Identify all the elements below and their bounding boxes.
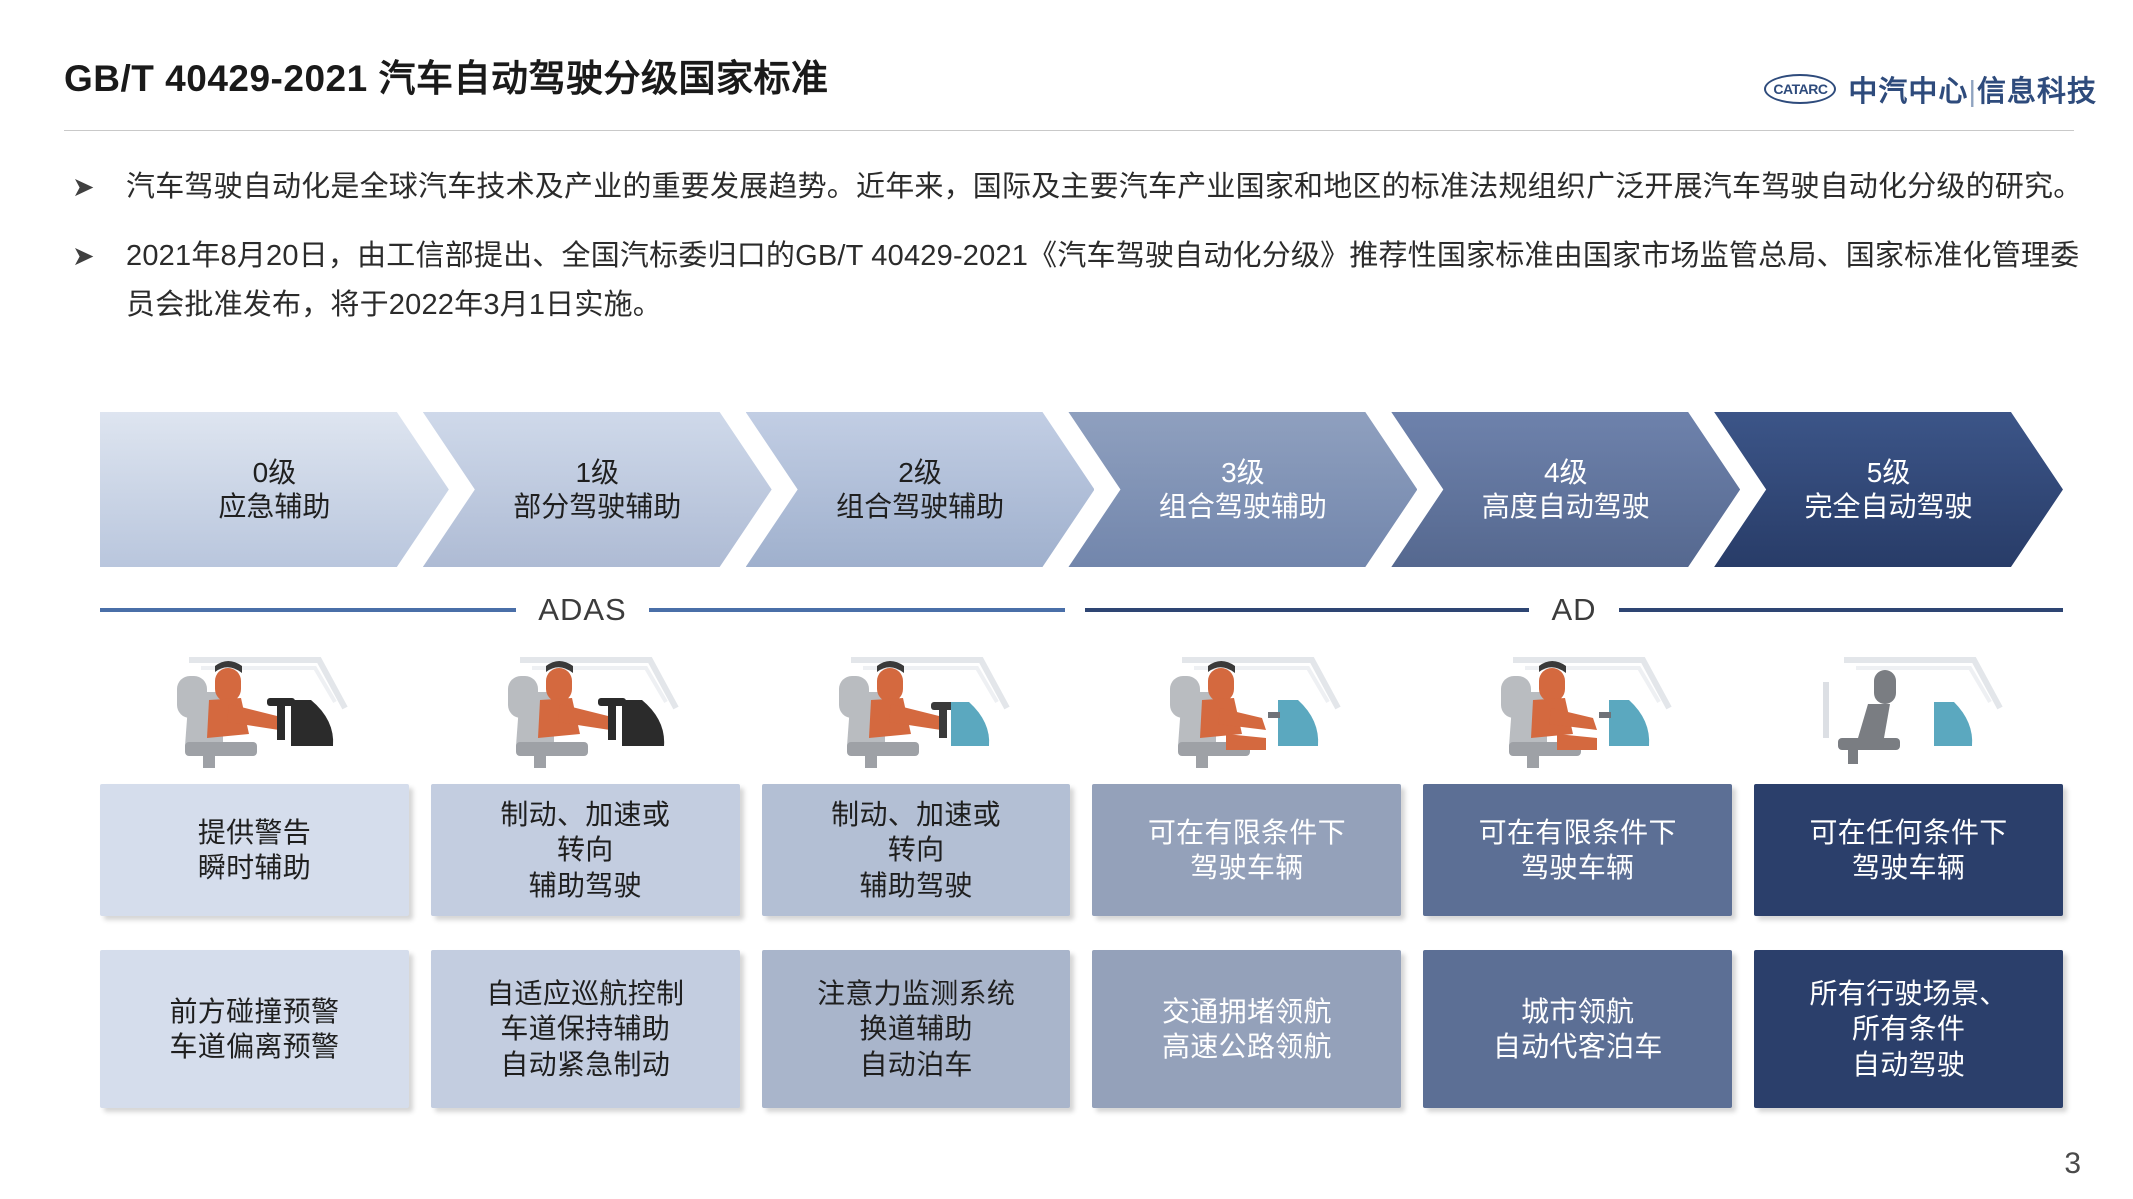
box-line: 自动泊车 [859,1048,973,1080]
feature-box-2[interactable]: 注意力监测系统换道辅助自动泊车 [761,950,1071,1108]
bullet-item: ➤ 2021年8月20日，由工信部提出、全国汽标委归口的GB/T 40429-2… [64,232,2084,330]
chevron-level-name: 部分驾驶辅助 [513,490,682,522]
box-line: 辅助驾驶 [859,869,973,901]
bullet-arrow-icon: ➤ [72,172,95,202]
box-line: 可在有限条件下 [1147,816,1346,848]
box-line: 制动、加速或 [500,799,671,831]
feature-box-3[interactable]: 交通拥堵领航高速公路领航 [1092,950,1402,1108]
chevron-level-3[interactable]: 3级组合驾驶辅助 [1068,412,1417,567]
catarc-logo-icon: CATARC [1764,74,1837,104]
level-column-0: 提供警告瞬时辅助前方碰撞预警车道偏离预警 [100,640,409,1108]
chevron-level-0[interactable]: 0级应急辅助 [100,412,449,567]
box-line: 可在任何条件下 [1809,816,2008,848]
capability-box-2[interactable]: 制动、加速或转向辅助驾驶 [761,784,1071,916]
ad-line-left [1085,608,1530,612]
bullet-text: 汽车驾驶自动化是全球汽车技术及产业的重要发展趋势。近年来，国际及主要汽车产业国家… [126,171,2083,203]
chevron-level-2[interactable]: 2级组合驾驶辅助 [746,412,1095,567]
page-number: 3 [2064,1147,2081,1180]
level-column-5: 可在任何条件下驾驶车辆所有行驶场景、所有条件自动驾驶 [1754,640,2063,1108]
box-line: 注意力监测系统 [817,978,1016,1010]
box-line: 驾驶车辆 [1521,852,1635,883]
box-line: 驾驶车辆 [1851,852,1966,883]
box-line: 制动、加速或 [831,799,1001,831]
empty-seat-icon [1754,640,2063,780]
box-line: 自动驾驶 [1851,1048,1966,1080]
box-line: 辅助驾驶 [528,869,642,901]
passenger-automated-icon [1092,640,1401,780]
driver-hands-on-wheel-icon [762,640,1071,780]
box-line: 提供警告 [197,816,312,848]
adas-label: ADAS [538,592,627,627]
level-detail-columns: 提供警告瞬时辅助前方碰撞预警车道偏离预警制动、加速或转向辅助驾驶自适应巡航控制车… [100,640,2063,1108]
box-line: 所有行驶场景、 [1809,978,2008,1010]
brand-name: 中汽中心|信息科技 [1848,68,2097,110]
passenger-automated-icon [1423,640,1732,780]
level-column-2: 制动、加速或转向辅助驾驶注意力监测系统换道辅助自动泊车 [761,640,1071,1108]
box-line: 城市领航 [1521,995,1635,1027]
capability-box-5[interactable]: 可在任何条件下驾驶车辆 [1754,784,2063,916]
bullet-item: ➤ 汽车驾驶自动化是全球汽车技术及产业的重要发展趋势。近年来，国际及主要汽车产业… [64,163,2084,212]
box-line: 可在有限条件下 [1478,816,1677,848]
ad-label: AD [1551,592,1597,627]
feature-box-0[interactable]: 前方碰撞预警车道偏离预警 [100,950,409,1108]
box-line: 瞬时辅助 [197,852,312,883]
box-line: 换道辅助 [859,1013,973,1045]
brand-name-part1: 中汽中心 [1848,76,1969,108]
page-title: GB/T 40429-2021 汽车自动驾驶分级国家标准 [64,58,829,99]
feature-box-5[interactable]: 所有行驶场景、所有条件自动驾驶 [1754,950,2063,1108]
driver-hands-on-wheel-icon [100,640,409,780]
brand-separator: | [1968,76,1977,108]
feature-box-1[interactable]: 自适应巡航控制车道保持辅助自动紧急制动 [430,950,740,1108]
box-line: 交通拥堵领航 [1161,995,1332,1027]
chevron-level-name: 高度自动驾驶 [1481,490,1650,522]
feature-box-4[interactable]: 城市领航自动代客泊车 [1423,950,1733,1108]
box-line: 驾驶车辆 [1190,852,1304,883]
chevron-level-name: 应急辅助 [218,490,331,522]
capability-box-1[interactable]: 制动、加速或转向辅助驾驶 [430,784,740,916]
chevron-level-name: 完全自动驾驶 [1804,490,1973,522]
chevron-level-number: 5级 [1866,457,1911,489]
brand-name-part2: 信息科技 [1976,76,2097,108]
chevron-level-1[interactable]: 1级部分驾驶辅助 [423,412,772,567]
capability-box-4[interactable]: 可在有限条件下驾驶车辆 [1423,784,1733,916]
ad-group: AD [1085,588,2064,632]
capability-box-0[interactable]: 提供警告瞬时辅助 [100,784,409,916]
box-line: 转向 [556,834,614,866]
chevron-level-name: 组合驾驶辅助 [1158,490,1327,522]
brand-logo: CATARC 中汽中心|信息科技 [1764,68,2097,110]
box-line: 自动代客泊车 [1492,1031,1663,1062]
bullet-text: 2021年8月20日，由工信部提出、全国汽标委归口的GB/T 40429-202… [126,240,2080,321]
box-line: 车道保持辅助 [500,1013,671,1045]
level-column-3: 可在有限条件下驾驶车辆交通拥堵领航高速公路领航 [1092,640,1402,1108]
level-column-1: 制动、加速或转向辅助驾驶自适应巡航控制车道保持辅助自动紧急制动 [430,640,740,1108]
chevron-level-name: 组合驾驶辅助 [836,490,1005,522]
chevron-level-number: 0级 [252,457,297,489]
chevron-level-4[interactable]: 4级高度自动驾驶 [1391,412,1740,567]
adas-group: ADAS [100,588,1066,632]
chevron-level-5[interactable]: 5级完全自动驾驶 [1714,412,2063,567]
header-divider [64,130,2074,131]
box-line: 所有条件 [1851,1013,1966,1045]
box-line: 自动紧急制动 [500,1048,671,1080]
box-line: 高速公路领航 [1161,1031,1332,1062]
chevron-level-number: 1级 [575,457,620,489]
box-line: 前方碰撞预警 [169,995,340,1027]
capability-box-3[interactable]: 可在有限条件下驾驶车辆 [1092,784,1402,916]
adas-line-right [648,608,1066,612]
level-column-4: 可在有限条件下驾驶车辆城市领航自动代客泊车 [1423,640,1733,1108]
bullet-arrow-icon: ➤ [72,241,95,271]
ad-line-right [1618,608,2064,612]
chevron-level-number: 2级 [898,457,942,489]
adas-line-left [100,608,517,612]
box-line: 车道偏离预警 [169,1031,340,1062]
adas-ad-divider: ADAS AD [100,588,2064,632]
box-line: 转向 [887,834,945,866]
box-line: 自适应巡航控制 [486,978,685,1010]
chevron-level-number: 3级 [1221,457,1265,489]
bullet-list: ➤ 汽车驾驶自动化是全球汽车技术及产业的重要发展趋势。近年来，国际及主要汽车产业… [64,163,2084,350]
chevron-level-number: 4级 [1543,457,1588,489]
driver-hands-on-wheel-icon [431,640,740,780]
